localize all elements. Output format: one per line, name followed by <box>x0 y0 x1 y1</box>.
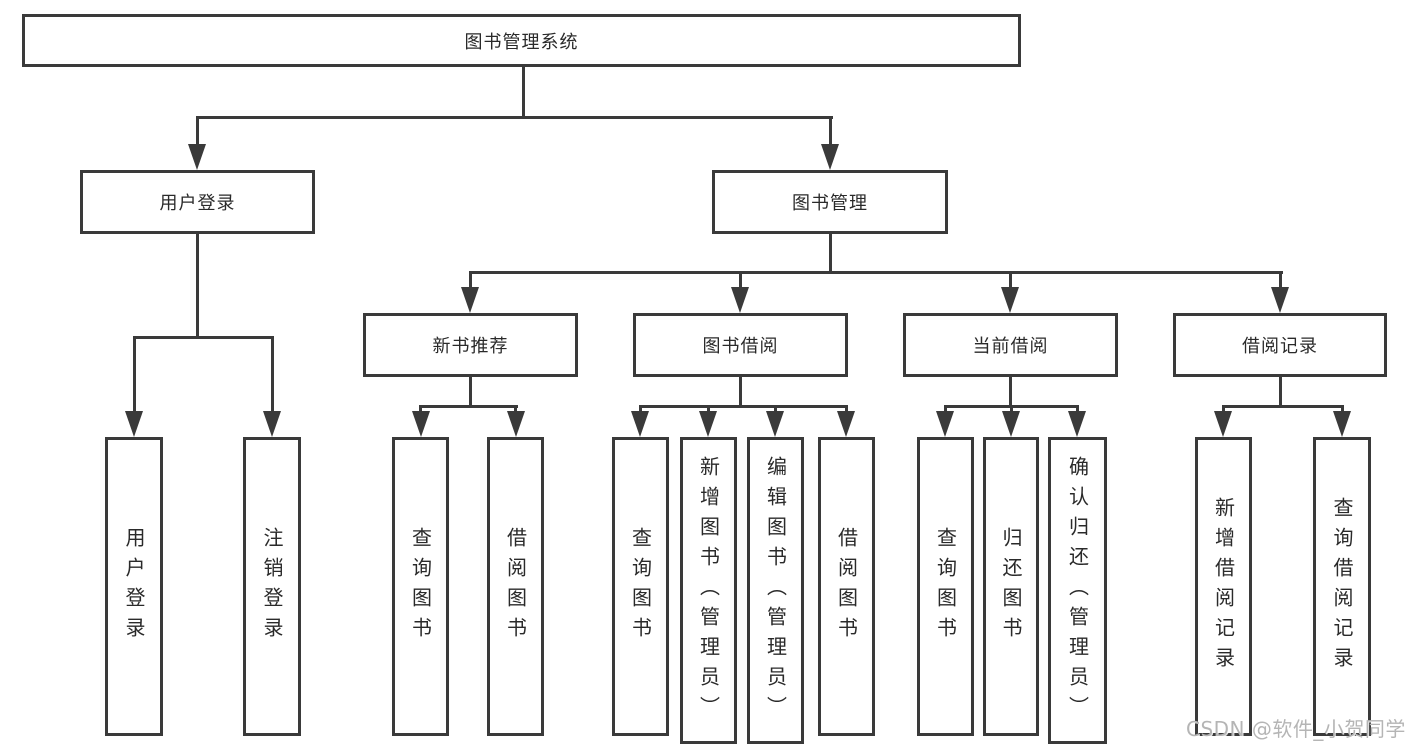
leaf-user-login: 用户登录 <box>105 437 163 736</box>
connector-bookmgmt-h <box>469 271 1283 274</box>
connector-bookmgmt-v <box>829 234 832 273</box>
leaf-label: 新增图书（管理员） <box>696 455 721 726</box>
connector-v <box>469 377 472 407</box>
connector-v <box>739 377 742 407</box>
leaf-borrow-books: 借阅图书 <box>818 437 875 736</box>
node-user-login: 用户登录 <box>80 170 315 234</box>
node-book-borrow-label: 图书借阅 <box>702 336 779 357</box>
connector-h <box>419 405 518 408</box>
connector-userlogin-v <box>196 234 199 338</box>
connector-stub <box>829 119 832 144</box>
arrow-down-icon <box>1214 411 1232 437</box>
connector-stub <box>469 274 472 287</box>
leaf-label: 查询图书 <box>628 526 653 647</box>
connector-h <box>944 405 1079 408</box>
connector-stub <box>1009 274 1012 287</box>
arrow-down-icon <box>1333 411 1351 437</box>
connector-stub <box>196 119 199 144</box>
node-new-book-recommend: 新书推荐 <box>363 313 578 377</box>
node-current-borrow: 当前借阅 <box>903 313 1118 377</box>
leaf-label: 查询图书 <box>933 526 958 647</box>
leaf-label: 编辑图书（管理员） <box>763 455 788 726</box>
connector-v <box>1009 377 1012 407</box>
arrow-down-icon <box>1271 287 1289 313</box>
connector-root-v <box>522 67 525 119</box>
leaf-confirm-return-admin: 确认归还（管理员） <box>1048 437 1107 744</box>
csdn-watermark: CSDN @软件_小贺同学 <box>1186 717 1405 741</box>
arrow-down-icon <box>766 411 784 437</box>
arrow-down-icon <box>837 411 855 437</box>
leaf-query-books: 查询图书 <box>392 437 449 736</box>
leaf-label: 借阅图书 <box>503 526 528 647</box>
arrow-down-icon <box>1002 411 1020 437</box>
node-borrow-records: 借阅记录 <box>1173 313 1387 377</box>
leaf-query-borrow-record: 查询借阅记录 <box>1313 437 1371 736</box>
leaf-query-books: 查询图书 <box>917 437 974 736</box>
node-user-login-label: 用户登录 <box>159 193 236 214</box>
arrow-down-icon <box>412 411 430 437</box>
leaf-borrow-books: 借阅图书 <box>487 437 544 736</box>
node-book-management: 图书管理 <box>712 170 948 234</box>
leaf-query-books: 查询图书 <box>612 437 669 736</box>
arrow-down-icon <box>936 411 954 437</box>
arrow-down-icon <box>631 411 649 437</box>
leaf-label: 借阅图书 <box>834 526 859 647</box>
node-borrow-records-label: 借阅记录 <box>1242 336 1318 357</box>
leaf-label: 查询借阅记录 <box>1330 496 1354 677</box>
leaf-add-books-admin: 新增图书（管理员） <box>680 437 737 744</box>
leaf-add-borrow-record: 新增借阅记录 <box>1195 437 1252 736</box>
arrow-down-icon <box>461 287 479 313</box>
connector-stub <box>271 339 274 411</box>
arrow-down-icon <box>263 411 281 437</box>
leaf-label: 归还图书 <box>999 526 1023 647</box>
arrow-down-icon <box>1001 287 1019 313</box>
node-root: 图书管理系统 <box>22 14 1021 67</box>
arrow-down-icon <box>188 144 206 170</box>
arrow-down-icon <box>731 287 749 313</box>
connector-userlogin-h <box>133 336 274 339</box>
arrow-down-icon <box>507 411 525 437</box>
leaf-label: 查询图书 <box>408 526 433 647</box>
connector-stub <box>1279 274 1282 287</box>
leaf-user-login-label: 用户登录 <box>122 526 146 647</box>
leaf-logout-label: 注销登录 <box>260 526 284 647</box>
leaf-logout: 注销登录 <box>243 437 301 736</box>
leaf-label: 新增借阅记录 <box>1211 496 1236 677</box>
arrow-down-icon <box>1068 411 1086 437</box>
connector-stub <box>739 274 742 287</box>
arrow-down-icon <box>821 144 839 170</box>
node-new-book-recommend-label: 新书推荐 <box>432 336 509 357</box>
node-root-label: 图书管理系统 <box>464 31 579 53</box>
arrow-down-icon <box>125 411 143 437</box>
node-book-management-label: 图书管理 <box>792 193 868 214</box>
connector-l1-h <box>196 116 833 119</box>
arrow-down-icon <box>699 411 717 437</box>
connector-h <box>639 405 848 408</box>
leaf-edit-books-admin: 编辑图书（管理员） <box>747 437 804 744</box>
leaf-return-books: 归还图书 <box>983 437 1039 736</box>
connector-v <box>1279 377 1282 407</box>
leaf-label: 确认归还（管理员） <box>1065 455 1090 726</box>
connector-h <box>1222 405 1344 408</box>
connector-stub <box>133 339 136 411</box>
node-book-borrow: 图书借阅 <box>633 313 848 377</box>
node-current-borrow-label: 当前借阅 <box>972 336 1049 357</box>
